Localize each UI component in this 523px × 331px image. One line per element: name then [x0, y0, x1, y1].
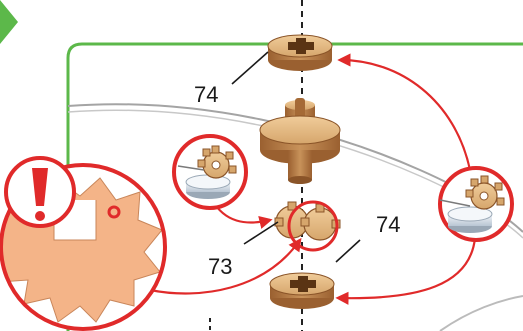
label-leaders — [231, 51, 361, 263]
gear-73 — [274, 201, 341, 241]
gear-highlight-ring — [287, 200, 339, 252]
spool-part — [259, 98, 341, 184]
green-triangle-icon — [0, 0, 18, 44]
callout-right-gear — [438, 166, 514, 242]
part-number-top: 74 — [194, 82, 219, 107]
part-number-bottom: 74 — [376, 212, 401, 237]
exclamation-icon — [4, 156, 76, 228]
disc-74-top — [267, 34, 333, 71]
callout-left-gear — [172, 134, 248, 210]
assembly-arrows — [149, 53, 477, 305]
part-number-middle: 73 — [208, 254, 233, 279]
disc-74-bottom — [269, 272, 335, 309]
section-frame — [66, 42, 523, 331]
